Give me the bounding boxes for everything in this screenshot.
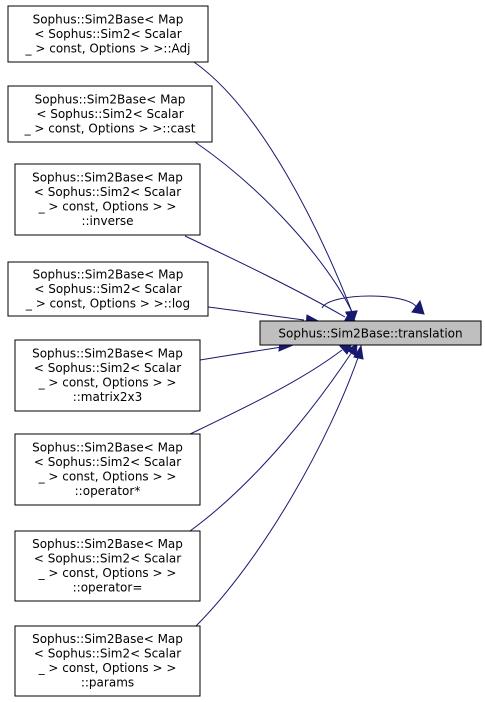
node-label-line: _ > const, Options > >::Adj [25, 41, 191, 55]
node-label-line: ::operator= [73, 581, 143, 595]
node-label-line: < Sophus::Sim2< Scalar [34, 27, 181, 41]
node-operator[interactable]: Sophus::Sim2Base< Map< Sophus::Sim2< Sca… [14, 433, 201, 506]
edge-inverse [184, 235, 346, 318]
nodes: Sophus::Sim2Base< Map< Sophus::Sim2< Sca… [7, 5, 482, 697]
node-label-line: _ > const, Options > > [38, 661, 177, 675]
node-log[interactable]: Sophus::Sim2Base< Map< Sophus::Sim2< Sca… [7, 261, 209, 317]
edge-const-options-adj [193, 61, 353, 313]
node-label-line: _ > const, Options > > [38, 470, 177, 484]
target-node-label: Sophus::Sim2Base::translation [278, 327, 462, 341]
node-label-line: _ > const, Options > >::cast [24, 121, 196, 135]
edge-self-loop-arrowhead [411, 299, 425, 315]
edge-const-options-cast [194, 141, 353, 313]
node-label-line: Sophus::Sim2Base< Map [32, 537, 183, 551]
node-box [14, 433, 201, 506]
node-label-line: Sophus::Sim2Base< Map [33, 267, 184, 281]
node-label-line: _ > const, Options > > [38, 200, 177, 214]
node-label-line: ::params [81, 676, 134, 690]
node-box [14, 625, 201, 697]
node-label-line: Sophus::Sim2Base< Map [33, 12, 184, 26]
node-label-line: < Sophus::Sim2< Scalar [34, 185, 181, 199]
node-adj[interactable]: Sophus::Sim2Base< Map< Sophus::Sim2< Sca… [7, 5, 209, 63]
node-label-line: < Sophus::Sim2< Scalar [34, 455, 181, 469]
edge-params [195, 351, 361, 627]
edge-const-options-log [207, 306, 305, 321]
edge-operator [189, 351, 353, 532]
node-label-line: _ > const, Options > >::log [25, 296, 190, 310]
node-label-line: ::inverse [81, 214, 133, 228]
node-inverse[interactable]: Sophus::Sim2Base< Map< Sophus::Sim2< Sca… [14, 163, 201, 236]
node-label-line: < Sophus::Sim2< Scalar [34, 361, 181, 375]
node-operator[interactable]: Sophus::Sim2Base< Map< Sophus::Sim2< Sca… [14, 530, 201, 602]
node-target-translation[interactable]: Sophus::Sim2Base::translation [259, 320, 482, 346]
edge-operator-arrowhead [346, 343, 358, 357]
node-box [7, 5, 209, 63]
node-label-line: ::operator* [75, 484, 141, 498]
node-label-line: < Sophus::Sim2< Scalar [34, 647, 181, 661]
node-cast[interactable]: Sophus::Sim2Base< Map< Sophus::Sim2< Sca… [7, 85, 213, 143]
node-box [7, 85, 213, 143]
edge-self-loop [321, 295, 418, 309]
target-node-box [259, 320, 482, 346]
node-params[interactable]: Sophus::Sim2Base< Map< Sophus::Sim2< Sca… [14, 625, 201, 697]
node-matrix2x3[interactable]: Sophus::Sim2Base< Map< Sophus::Sim2< Sca… [14, 339, 201, 412]
node-label-line: < Sophus::Sim2< Scalar [36, 107, 183, 121]
edge-params-arrowhead [353, 344, 364, 360]
node-label-line: Sophus::Sim2Base< Map [32, 171, 183, 185]
node-box [14, 163, 201, 236]
edge-matrix2x3 [199, 345, 289, 361]
node-label-line: _ > const, Options > > [38, 376, 177, 390]
node-label-line: < Sophus::Sim2< Scalar [34, 552, 181, 566]
node-label-line: Sophus::Sim2Base< Map [32, 441, 183, 455]
node-box [14, 530, 201, 602]
node-label-line: Sophus::Sim2Base< Map [35, 92, 186, 106]
node-label-line: ::matrix2x3 [73, 390, 143, 404]
node-box [7, 261, 209, 317]
node-label-line: Sophus::Sim2Base< Map [32, 347, 183, 361]
node-label-line: < Sophus::Sim2< Scalar [34, 282, 181, 296]
node-label-line: _ > const, Options > > [38, 566, 177, 580]
node-box [14, 339, 201, 412]
node-label-line: Sophus::Sim2Base< Map [32, 632, 183, 646]
edge-operator [185, 349, 343, 437]
